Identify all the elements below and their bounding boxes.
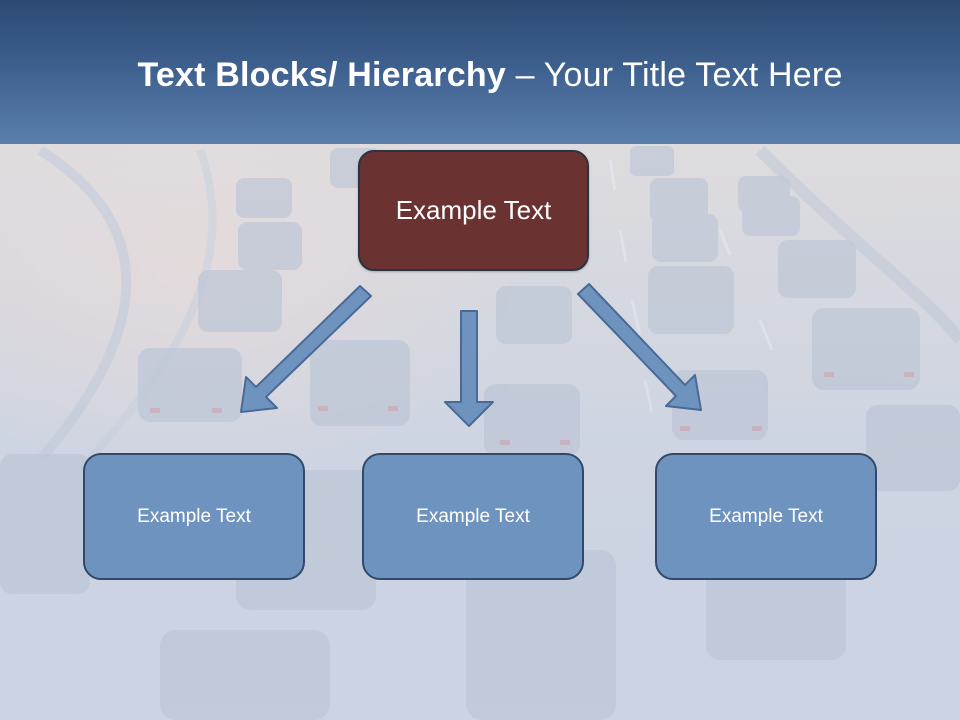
child-text-block-center[interactable]: Example Text: [362, 453, 584, 580]
child-text-block-left[interactable]: Example Text: [83, 453, 305, 580]
child-text-block-label: Example Text: [416, 505, 530, 527]
child-text-block-right[interactable]: Example Text: [655, 453, 877, 580]
child-text-block-label: Example Text: [709, 505, 823, 527]
child-text-block-label: Example Text: [137, 505, 251, 527]
slide-title-rest: – Your Title Text Here: [505, 56, 843, 94]
title-banner: Text Blocks/ Hierarchy – Your Title Text…: [0, 0, 960, 144]
slide-title-bold: Text Blocks/ Hierarchy: [137, 56, 506, 94]
slide-title: Text Blocks/ Hierarchy – Your Title Text…: [0, 52, 960, 98]
root-text-block-label: Example Text: [395, 195, 552, 225]
root-text-block[interactable]: Example Text: [358, 150, 589, 271]
